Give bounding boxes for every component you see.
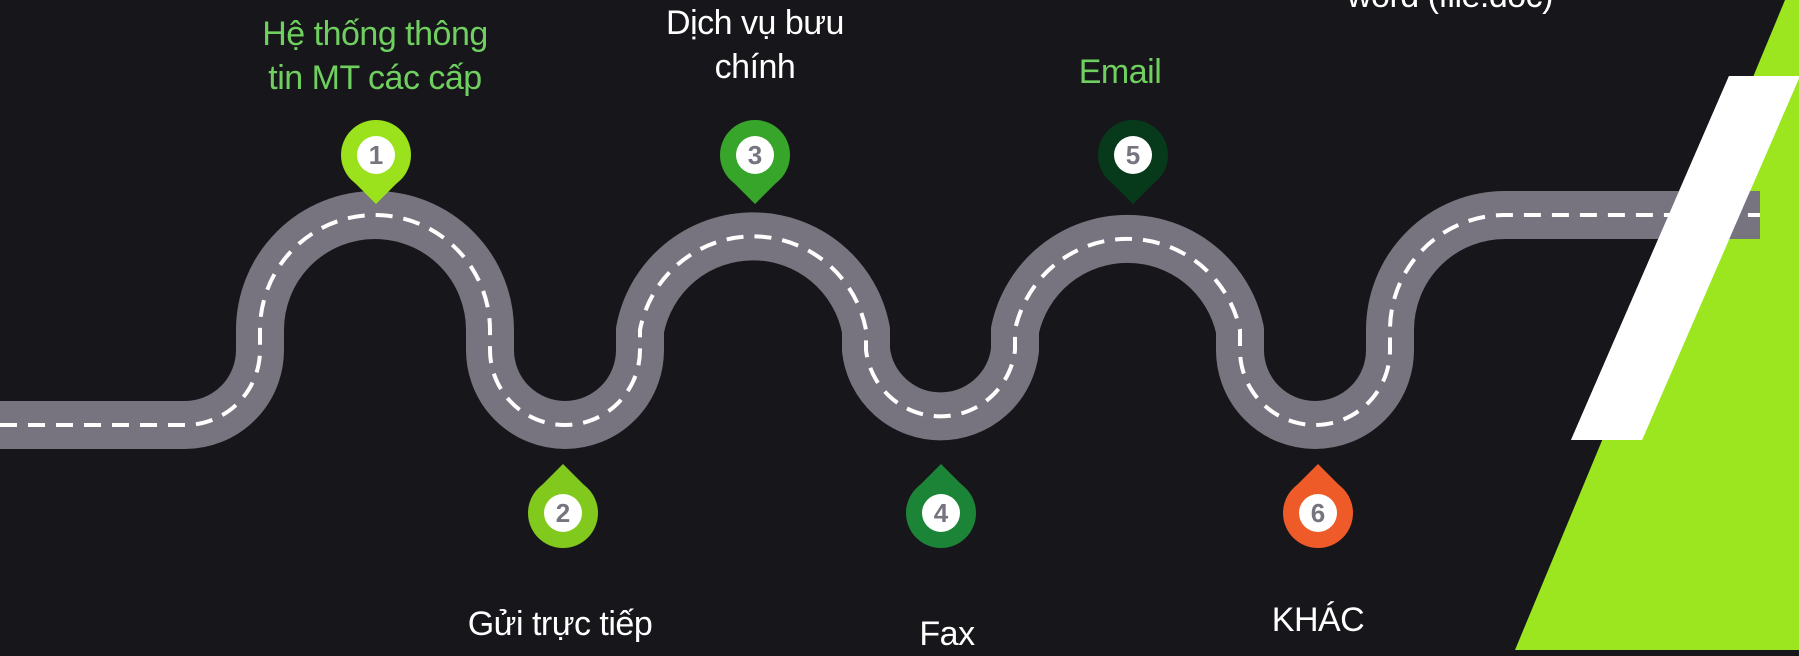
pin-badge xyxy=(1114,136,1152,174)
partial-top-label: word (file.doc) xyxy=(1300,0,1600,18)
stop-label-5: Email xyxy=(1078,53,1162,91)
pin-badge xyxy=(736,136,774,174)
pin-5: 5 xyxy=(1098,120,1168,204)
pin-number: 4 xyxy=(934,498,949,528)
pin-6: 6 xyxy=(1283,464,1353,548)
pin-badge xyxy=(357,136,395,174)
pin-badge xyxy=(922,494,960,532)
pin-markers: 1 2 3 4 5 6 xyxy=(341,120,1353,548)
stop-label-4: Fax xyxy=(919,615,975,653)
stop-label-6: KHÁC xyxy=(1271,601,1365,639)
stop-label-2: Gửi trực tiếp xyxy=(467,605,653,643)
road xyxy=(0,191,1760,449)
pin-number: 1 xyxy=(369,140,383,170)
pin-4: 4 xyxy=(906,464,976,548)
pin-number: 5 xyxy=(1126,140,1140,170)
pin-number: 6 xyxy=(1311,498,1325,528)
pin-2: 2 xyxy=(528,464,598,548)
pin-1: 1 xyxy=(341,120,411,204)
road-center-dashes xyxy=(0,213,1760,427)
pin-number: 2 xyxy=(556,498,570,528)
stop-label-1: Hệ thống thông tin MT các cấp xyxy=(262,15,488,97)
pin-badge xyxy=(544,494,582,532)
pin-badge xyxy=(1299,494,1337,532)
stop-label-3: Dịch vụ bưu chính xyxy=(666,4,844,86)
white-diagonal-stripe-overlay xyxy=(1571,76,1799,440)
pin-3: 3 xyxy=(720,120,790,204)
pin-number: 3 xyxy=(748,140,762,170)
